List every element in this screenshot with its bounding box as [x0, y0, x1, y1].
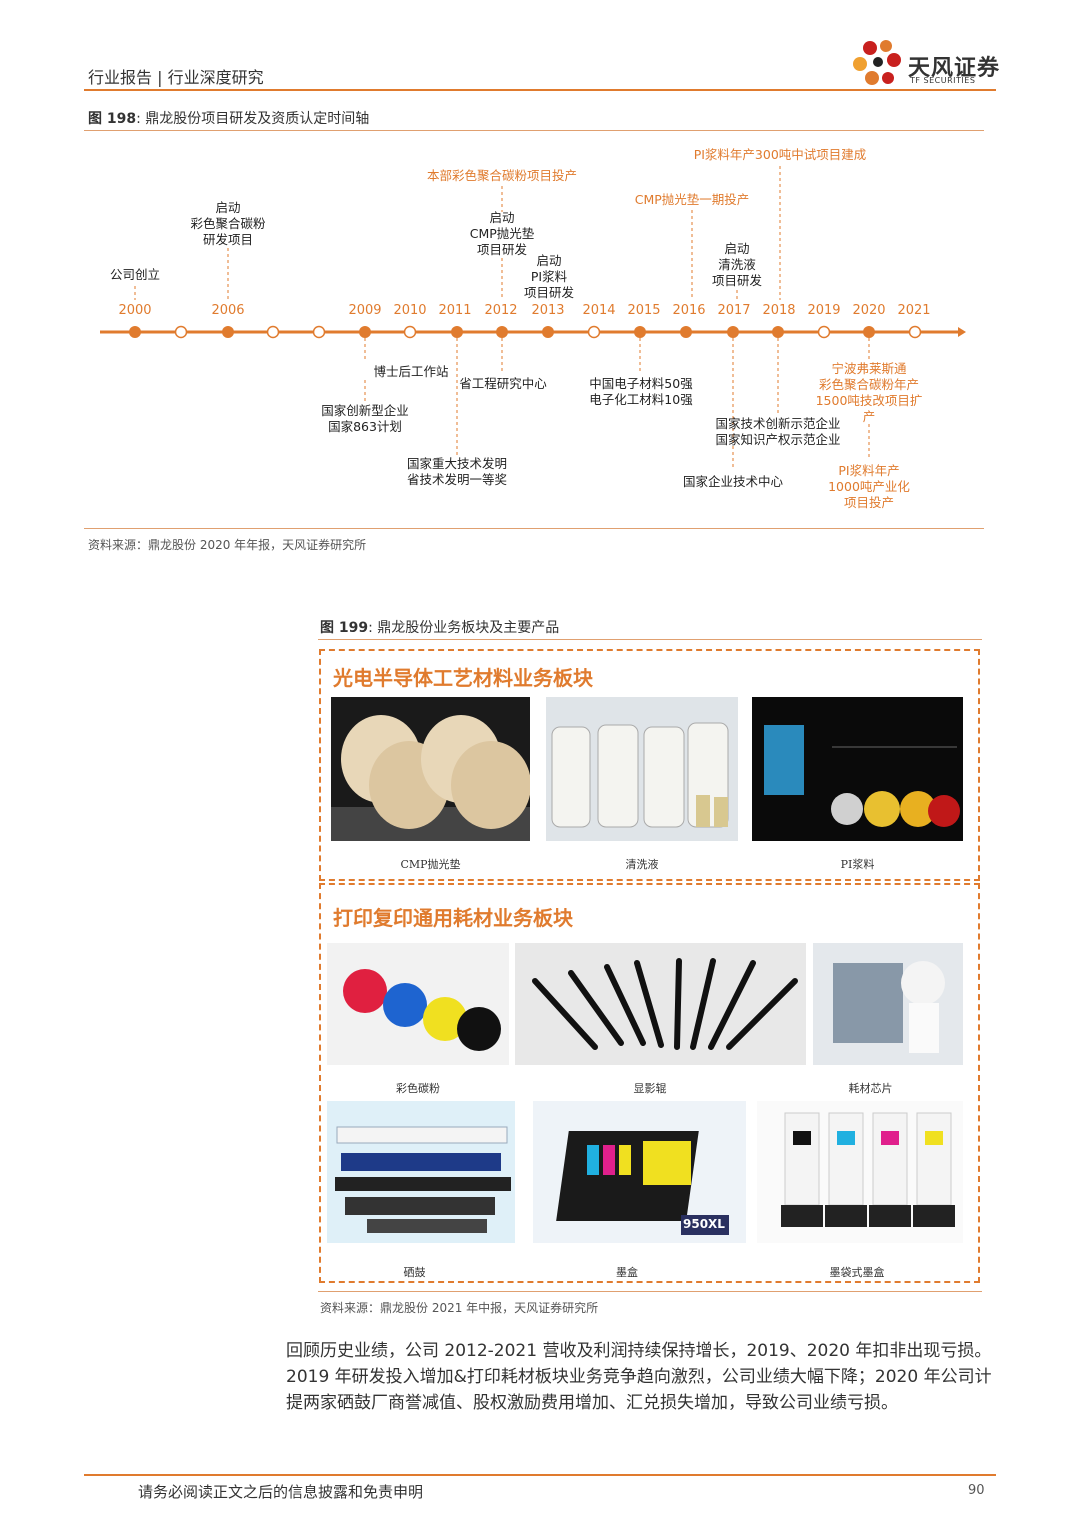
toner-cartridge-photo [327, 1101, 515, 1243]
event-label: 1500吨技改项目扩 [816, 393, 923, 409]
color-toner-photo [327, 943, 509, 1065]
event-label: 项目研发 [524, 285, 574, 301]
year-label: 2011 [438, 303, 471, 318]
chip-photo [813, 943, 963, 1065]
event-label: 1000吨产业化 [828, 479, 910, 495]
year-label: 2018 [762, 303, 795, 318]
year-label: 2010 [393, 303, 426, 318]
event-label: 项目研发 [477, 242, 527, 258]
timeline-arrow [958, 327, 966, 337]
caption: 墨袋式墨盒 [757, 1264, 957, 1280]
event-label: 国家技术创新示范企业 [715, 416, 840, 432]
year-label: 2015 [627, 303, 660, 318]
event-label: 省工程研究中心 [459, 376, 547, 392]
cmp-pad-photo [331, 697, 530, 841]
year-label: 2021 [897, 303, 930, 318]
event-label: 启动 [215, 200, 240, 216]
caption: 清洗液 [546, 856, 738, 872]
footer-disclaimer: 请务必阅读正文之后的信息披露和免责申明 [138, 1481, 423, 1502]
year-label: 2013 [531, 303, 564, 318]
year-label: 2016 [672, 303, 705, 318]
year-label: 2020 [852, 303, 885, 318]
caption: PI浆料 [752, 856, 963, 872]
ink-cartridge-photo: 950XL [533, 1101, 746, 1243]
pi-slurry-photo [752, 697, 963, 841]
event-label: CMP抛光垫 [470, 226, 535, 242]
event-label: PI浆料 [531, 269, 567, 285]
event-label: 省技术发明一等奖 [407, 472, 507, 488]
event-label: 彩色聚合碳粉 [190, 216, 265, 232]
event-label: CMP抛光垫一期投产 [635, 192, 750, 208]
bag-ink-cartridge-photo [757, 1101, 963, 1243]
event-label: 宁波弗莱斯通 [831, 361, 906, 377]
caption: 耗材芯片 [813, 1080, 928, 1096]
event-label: 中国电子材料50强 [589, 376, 692, 392]
event-label: 产 [863, 409, 876, 425]
event-label: 研发项目 [203, 232, 253, 248]
event-label: 博士后工作站 [373, 364, 448, 380]
event-label: 国家863计划 [328, 419, 402, 435]
figure-199-title: 图 199: 鼎龙股份业务板块及主要产品 [320, 617, 559, 637]
footer-rule [84, 1474, 996, 1476]
figure-198-source: 资料来源：鼎龙股份 2020 年年报，天风证券研究所 [88, 536, 366, 553]
panel-printing-title: 打印复印通用耗材业务板块 [333, 902, 573, 931]
caption: 墨盒 [533, 1264, 721, 1280]
year-label: 2000 [118, 303, 151, 318]
panel-semiconductor-title: 光电半导体工艺材料业务板块 [333, 662, 593, 691]
caption: 彩色碳粉 [327, 1080, 509, 1096]
figure-198-bottom-rule [84, 528, 984, 529]
year-label: 2017 [717, 303, 750, 318]
event-label: 启动 [536, 253, 561, 269]
cleaning-liquid-photo [546, 697, 738, 841]
event-label: 启动 [724, 241, 749, 257]
event-label: 国家知识产权示范企业 [715, 432, 840, 448]
figure-199-bottom-rule [318, 1291, 982, 1292]
event-label: 国家重大技术发明 [407, 456, 507, 472]
event-label: 项目研发 [712, 273, 762, 289]
caption: 显影辊 [515, 1080, 785, 1096]
developer-roller-photo [515, 943, 806, 1065]
year-label: 2006 [211, 303, 244, 318]
timeline: 2000 2006 2009 2010 2011 2012 2013 2014 … [0, 0, 1080, 530]
event-label: 公司创立 [110, 267, 160, 283]
year-label: 2019 [807, 303, 840, 318]
event-label: 彩色聚合碳粉年产 [819, 377, 919, 393]
year-label: 2012 [484, 303, 517, 318]
event-label: PI浆料年产300吨中试项目建成 [694, 147, 867, 163]
event-label: 电子化工材料10强 [589, 392, 692, 408]
ink-cartridge-label: 950XL [683, 1217, 725, 1231]
body-paragraph: 回顾历史业绩，公司 2012-2021 营收及利润持续保持增长，2019、202… [286, 1338, 996, 1416]
year-label: 2014 [582, 303, 615, 318]
event-label: 本部彩色聚合碳粉项目投产 [427, 168, 577, 184]
figure-199-source: 资料来源：鼎龙股份 2021 年中报，天风证券研究所 [320, 1299, 598, 1316]
event-label: 启动 [489, 210, 514, 226]
caption: CMP抛光垫 [331, 856, 530, 872]
page-number: 90 [968, 1483, 985, 1498]
event-label: 国家企业技术中心 [683, 474, 783, 490]
figure-199-top-rule [318, 639, 982, 640]
caption: 硒鼓 [327, 1264, 502, 1280]
event-label: 国家创新型企业 [321, 403, 409, 419]
event-label: 清洗液 [718, 257, 756, 273]
year-label: 2009 [348, 303, 381, 318]
event-label: PI浆料年产 [838, 463, 899, 479]
event-label: 项目投产 [844, 495, 894, 511]
